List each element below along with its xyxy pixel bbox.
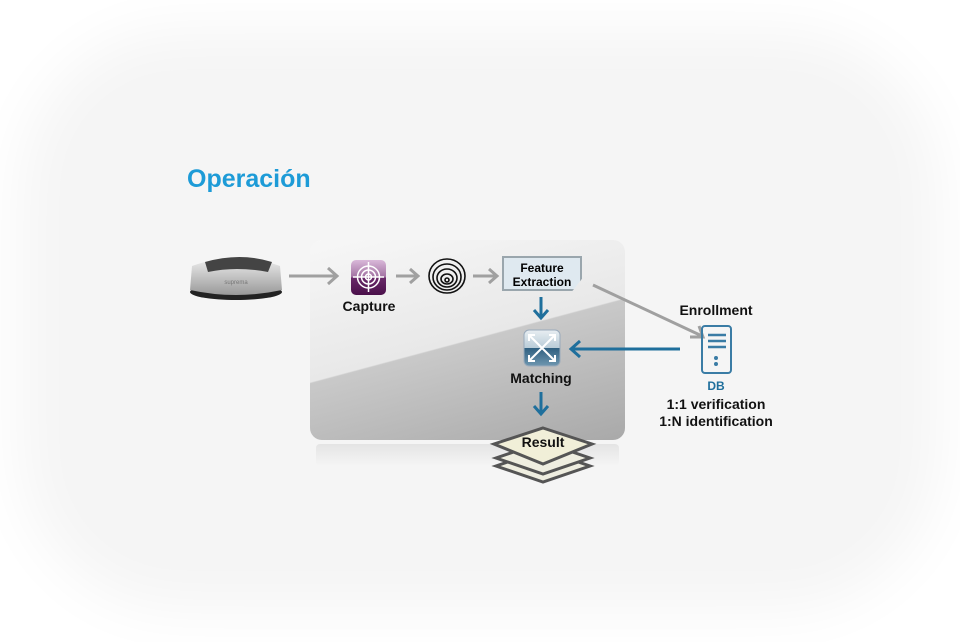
- verification-label: 1:1 verification: [666, 396, 766, 412]
- capture-label: Capture: [342, 298, 396, 314]
- fingerprint-icon: [428, 258, 466, 294]
- matching-icon: [523, 329, 561, 367]
- identification-label: 1:N identification: [659, 413, 773, 429]
- device-brand: suprema: [224, 280, 248, 286]
- matching-label: Matching: [510, 370, 572, 386]
- gray-arrows: [289, 266, 706, 339]
- feature-extraction-box: Feature Extraction: [502, 256, 582, 291]
- result-stack-icon: [489, 426, 597, 484]
- blue-arrows: [532, 297, 680, 417]
- enrollment-label: Enrollment: [679, 302, 753, 318]
- database-server-icon: [701, 325, 732, 374]
- capture-target-icon: [351, 260, 386, 295]
- db-label: DB: [707, 379, 725, 393]
- page-title: Operación: [187, 165, 311, 193]
- fingerprint-scanner-icon: suprema: [190, 257, 282, 300]
- feature-label-line1: Feature: [520, 261, 564, 275]
- result-label: Result: [521, 434, 565, 450]
- feature-label-line2: Extraction: [512, 275, 572, 289]
